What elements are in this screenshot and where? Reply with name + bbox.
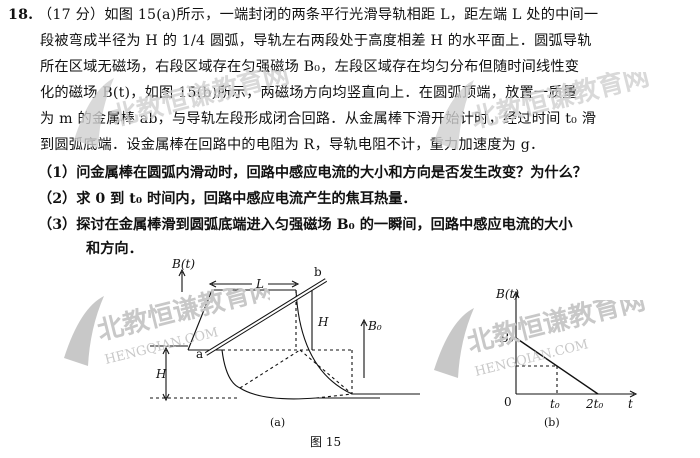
sub-question-2: （2）求 0 到 t₀ 时间内，回路中感应电流产生的焦耳热量． [38, 191, 417, 207]
label-h-left: H [155, 367, 167, 381]
figure-a-labels: B(t) L b a H H B₀ (a) [155, 257, 382, 429]
closed-end [187, 289, 213, 351]
b-label-b0: B₀ [499, 331, 514, 345]
figure-b [512, 290, 638, 398]
figure-15: B(t) L b a H H B₀ (a) B(t) B₀ 0 [0, 250, 700, 454]
figure-b-labels: B(t) B₀ 0 t₀ 2t₀ t (b) [495, 287, 633, 429]
b-label-bt: B(t) [495, 287, 519, 301]
question-line-4: 化的磁场 B(t)，如图 15(b)所示，两磁场方向均竖直向上．在圆弧顶端，放置… [40, 85, 578, 101]
b0-arrowhead [360, 318, 368, 327]
l-arrowhead-right [291, 280, 300, 288]
figure-15-svg: B(t) L b a H H B₀ (a) B(t) B₀ 0 [150, 257, 638, 449]
b-label-t: t [628, 397, 633, 411]
b-x-arrowhead [629, 390, 638, 398]
question-text-1: 如图 15(a)所示，一端封闭的两条平行光滑导轨相距 L，距左端 L 处的中间一 [104, 7, 599, 23]
figure-a [150, 268, 420, 402]
label-l: L [255, 277, 264, 291]
label-b0: B₀ [367, 319, 382, 333]
b-label-origin: 0 [504, 395, 512, 409]
question-line-6: 到圆弧底端．设金属棒在回路中的电阻为 R，导轨电阻不计，重力加速度为 g． [40, 137, 545, 153]
caption-b: (b) [544, 416, 560, 429]
label-h-right: H [317, 315, 329, 329]
question-line-5: 为 m 的金属棒 ab，与导轨左段形成闭合回路．从金属棒下滑开始计时，经过时间 … [40, 111, 597, 127]
figure-caption: 图 15 [310, 435, 341, 449]
label-b: b [314, 265, 322, 279]
arc-rail-back [295, 289, 353, 395]
bottom-link-dashed [315, 393, 353, 399]
l-arrowhead-left [208, 280, 217, 288]
caption-a: (a) [270, 416, 285, 429]
question-number: 18. [8, 7, 34, 23]
sub-question-3: （3）探讨在金属棒滑到圆弧底端进入匀强磁场 B₀ 的一瞬间，回路中感应电流的大小 [38, 217, 573, 233]
rod-ab-fill [205, 279, 327, 355]
b-label-t0: t₀ [550, 397, 560, 411]
question-line-2: 段被弯成半径为 H 的 1/4 圆弧，导轨左右两段处于高度相差 H 的水平面上．… [40, 33, 592, 49]
h-left-arrow-down [162, 393, 170, 402]
question-line-3: 所在区域无磁场，右段区域存在匀强磁场 B₀，左段区域存在均匀分布但随时间线性变 [40, 59, 580, 75]
question-score: （17 分） [38, 7, 105, 23]
dashed-diag [299, 349, 353, 395]
question-line-1: 18. （17 分）如图 15(a)所示，一端封闭的两条平行光滑导轨相距 L，距… [8, 4, 598, 26]
label-bt: B(t) [171, 257, 195, 271]
dashed-diag-2 [239, 349, 301, 389]
b-y-arrowhead [512, 290, 520, 299]
label-a: a [196, 347, 203, 361]
b-label-2t0: 2t₀ [585, 397, 603, 411]
h-left-arrow-up [162, 346, 170, 355]
arc-rail-front [221, 349, 317, 400]
sub-question-3-cont: 和方向． [86, 241, 143, 257]
bt-arrowhead [178, 268, 186, 277]
sub-question-1: （1）问金属棒在圆弧内滑动时，回路中感应电流的大小和方向是否发生改变？为什么？ [38, 165, 587, 181]
